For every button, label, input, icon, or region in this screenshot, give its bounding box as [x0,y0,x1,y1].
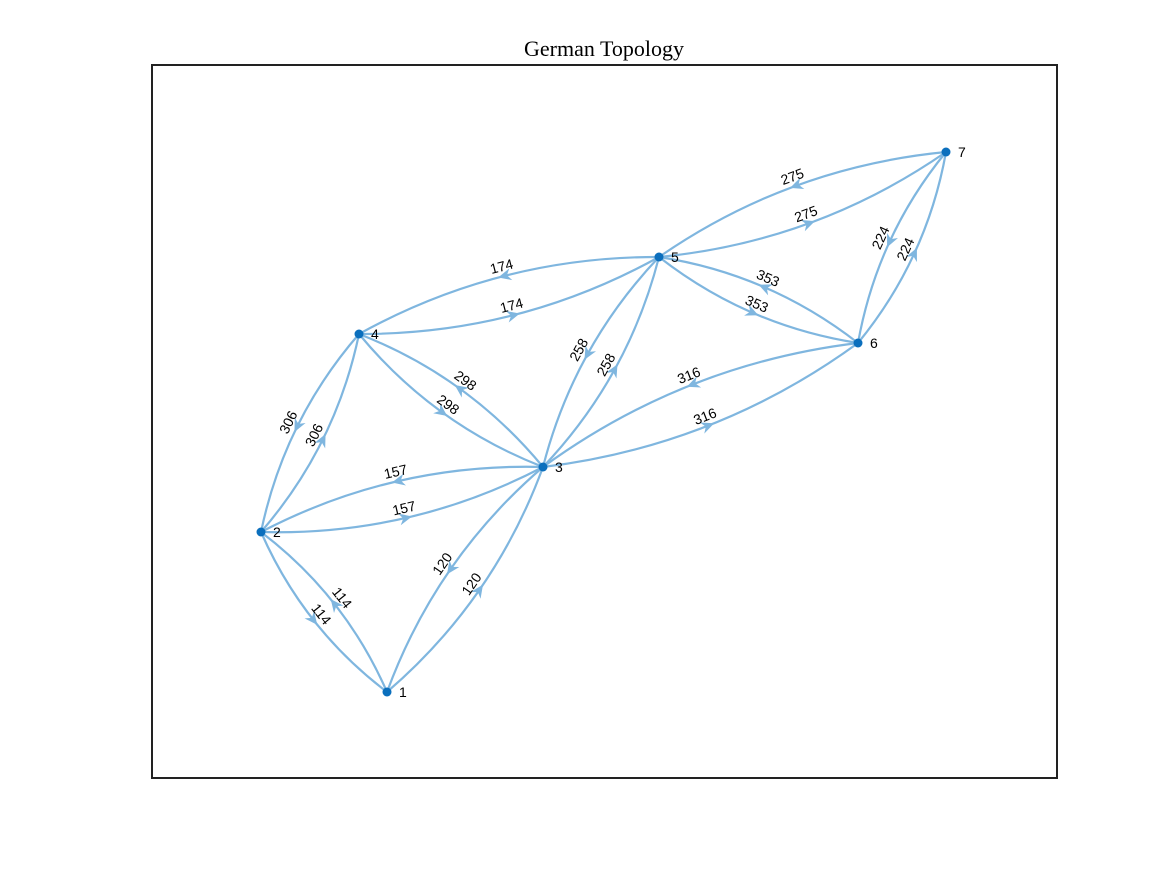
edge-arrow-7-6 [887,232,898,248]
edge-weight-label: 353 [754,266,782,290]
edge-3-6 [542,342,859,469]
edge-weight-label: 174 [498,295,525,316]
edge-layer [259,150,948,693]
node-label-2: 2 [273,524,281,540]
node-2 [256,527,266,537]
edge-arrow-2-1 [304,610,318,625]
edge-weight-label: 174 [488,256,515,277]
edge-weight-label: 157 [391,498,418,519]
edge-arrow-1-2 [330,599,344,614]
edge-arrow-6-3 [686,376,702,388]
edge-arrow-3-4 [454,384,469,398]
node-label-6: 6 [870,335,878,351]
node-5 [654,252,664,262]
edge-arrow-2-4 [314,434,326,449]
node-label-7: 7 [958,144,966,160]
edge-arrow-5-7 [800,219,815,232]
edge-arrow-4-3 [433,403,448,417]
edge-arrow-4-5 [505,310,520,323]
edge-arrow-1-3 [470,584,484,599]
edge-arrow-3-6 [699,422,715,434]
edge-arrow-5-4 [498,268,513,281]
edge-arrow-3-2 [391,473,406,486]
edge-weight-label: 157 [382,461,409,482]
edge-label-layer: 1141141201201571573063062982982582583163… [276,165,918,628]
edge-arrow-5-3 [584,345,597,360]
edge-arrow-2-3 [398,513,413,526]
edge-weight-label: 114 [308,600,335,628]
edge-arrow-6-7 [906,247,917,263]
node-3 [538,462,548,472]
edge-weight-label: 275 [792,202,820,225]
edge-weight-label: 353 [743,292,771,316]
edge-weight-label: 258 [566,335,591,363]
figure-title: German Topology [524,36,684,61]
edge-6-3 [542,341,859,468]
node-label-1: 1 [399,684,407,700]
edge-arrow-4-2 [294,417,306,432]
edge-arrow-7-5 [790,177,805,190]
node-layer: 1 2 3 4 5 6 7 [256,144,966,700]
edge-weight-label: 298 [451,367,479,394]
axes-frame [151,64,1058,779]
edge-weight-label: 306 [276,408,301,436]
node-4 [354,329,364,339]
node-label-5: 5 [671,249,679,265]
edge-weight-label: 306 [302,421,327,449]
node-7 [941,147,951,157]
edge-weight-label: 316 [675,363,703,387]
edge-weight-label: 316 [691,404,719,428]
edge-arrow-3-5 [605,364,618,379]
node-1 [382,687,392,697]
edge-weight-label: 224 [893,235,917,263]
node-label-4: 4 [371,326,379,342]
edge-weight-label: 224 [868,223,892,251]
node-6 [853,338,863,348]
edge-arrow-5-6 [744,304,759,316]
edge-weight-label: 120 [429,549,456,577]
node-label-3: 3 [555,459,563,475]
edge-weight-label: 275 [779,165,807,188]
edge-arrow-3-1 [446,560,460,575]
edge-arrow-6-5 [758,284,773,296]
